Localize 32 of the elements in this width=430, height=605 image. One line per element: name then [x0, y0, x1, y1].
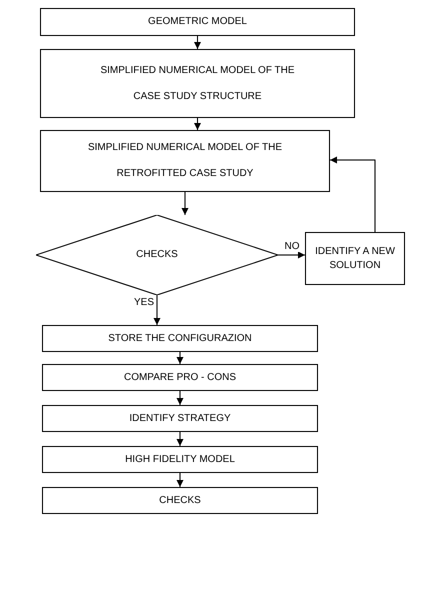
node-label: SIMPLIFIED NUMERICAL MODEL OF THE RETROFITTED CASE STUDY [86, 141, 284, 181]
node-label: SIMPLIFIED NUMERICAL MODEL OF THE CASE STUDY STRUCTURE [99, 64, 296, 104]
arrow [176, 390, 184, 406]
edge-label: YES [133, 297, 156, 308]
node-label: IDENTIFY A NEW SOLUTION [314, 244, 396, 272]
arrow [176, 472, 184, 488]
process-box [40, 8, 355, 36]
process-box [40, 49, 355, 118]
arrow [194, 36, 201, 50]
process-box [42, 405, 318, 432]
node-label: CHECKS [159, 494, 201, 508]
process-box [42, 364, 318, 391]
edge-label: NO [284, 241, 300, 252]
node-label: IDENTIFY STRATEGY [129, 412, 231, 426]
arrow [154, 294, 160, 326]
node-label: GEOMETRIC MODEL [148, 15, 247, 29]
process-box [42, 446, 318, 473]
arrow [176, 352, 184, 364]
decision-diamond [36, 215, 278, 295]
arrow [194, 118, 201, 130]
node-label: HIGH FIDELITY MODEL [125, 452, 235, 466]
process-box [40, 130, 330, 192]
arrow [182, 192, 188, 216]
node-label: CHECKS [136, 248, 178, 262]
process-box [305, 232, 405, 285]
arrow [278, 252, 306, 258]
process-box [42, 487, 318, 514]
node-label: COMPARE PRO - CONS [124, 370, 236, 384]
arrow [330, 156, 376, 232]
node-label: STORE THE CONFIGURAZION [108, 332, 252, 346]
process-box [42, 325, 318, 352]
arrow [176, 432, 184, 446]
